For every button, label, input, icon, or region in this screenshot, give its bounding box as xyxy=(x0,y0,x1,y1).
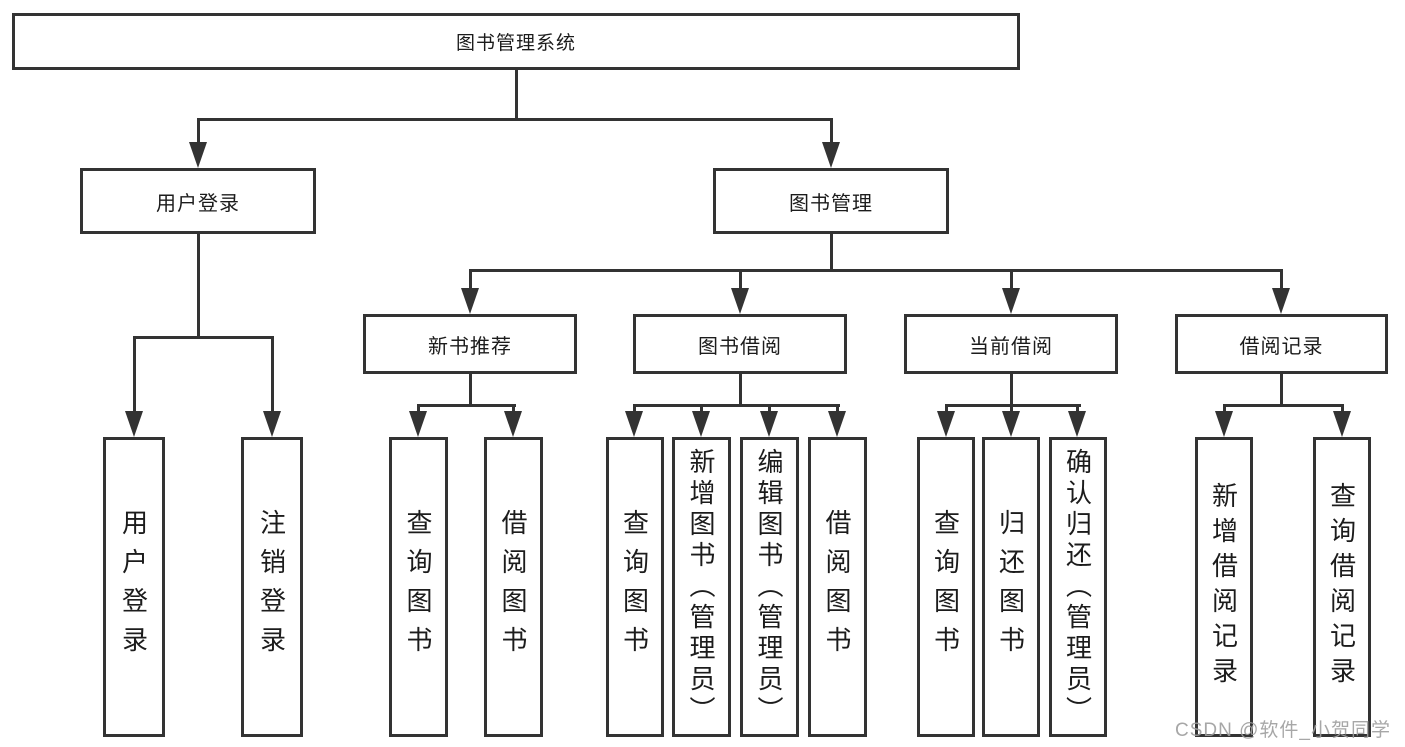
connector-segment xyxy=(417,404,516,407)
arrowhead-down-icon xyxy=(731,288,749,314)
arrowhead-down-icon xyxy=(692,411,710,437)
connector-segment xyxy=(830,232,833,272)
arrowhead-down-icon xyxy=(760,411,778,437)
arrowhead-down-icon xyxy=(1068,411,1086,437)
arrowhead-down-icon xyxy=(625,411,643,437)
connector-segment xyxy=(739,269,742,293)
node-leaf-edit-book: 编辑图书（管理员） xyxy=(740,437,799,737)
node-leaf-return-book: 归还图书 xyxy=(982,437,1040,737)
arrowhead-down-icon xyxy=(828,411,846,437)
node-leaf-logout: 注销登录 xyxy=(241,437,303,737)
arrowhead-down-icon xyxy=(1002,288,1020,314)
arrowhead-down-icon xyxy=(504,411,522,437)
node-leaf-query-book-2: 查询图书 xyxy=(606,437,664,737)
arrowhead-down-icon xyxy=(1333,411,1351,437)
node-borrow-records: 借阅记录 xyxy=(1175,314,1388,374)
node-root: 图书管理系统 xyxy=(12,13,1020,70)
connector-segment xyxy=(633,404,840,407)
connector-segment xyxy=(739,372,742,406)
arrowhead-down-icon xyxy=(189,142,207,168)
csdn-watermark: CSDN @软件_小贺同学 xyxy=(1175,720,1391,741)
node-leaf-user-login: 用户登录 xyxy=(103,437,165,737)
connector-segment xyxy=(1280,269,1283,293)
arrowhead-down-icon xyxy=(1215,411,1233,437)
connector-segment xyxy=(469,269,472,293)
connector-segment xyxy=(197,118,200,146)
node-user-login: 用户登录 xyxy=(80,168,316,234)
arrowhead-down-icon xyxy=(461,288,479,314)
node-leaf-borrow-book-1: 借阅图书 xyxy=(484,437,543,737)
connector-segment xyxy=(197,118,833,121)
arrowhead-down-icon xyxy=(1002,411,1020,437)
connector-segment xyxy=(469,269,1282,272)
connector-segment xyxy=(271,336,274,416)
node-new-book-recommend: 新书推荐 xyxy=(363,314,577,374)
node-leaf-confirm-return: 确认归还（管理员） xyxy=(1049,437,1107,737)
arrowhead-down-icon xyxy=(263,411,281,437)
connector-segment xyxy=(133,336,136,416)
connector-segment xyxy=(1223,404,1344,407)
connector-segment xyxy=(1280,372,1283,406)
arrowhead-down-icon xyxy=(822,142,840,168)
node-leaf-add-book: 新增图书（管理员） xyxy=(672,437,731,737)
node-leaf-query-book-1: 查询图书 xyxy=(389,437,448,737)
connector-segment xyxy=(945,404,1081,407)
connector-segment xyxy=(133,336,274,339)
node-leaf-query-book-3: 查询图书 xyxy=(917,437,975,737)
connector-segment xyxy=(1010,372,1013,406)
connector-segment xyxy=(1010,269,1013,293)
connector-segment xyxy=(830,118,833,146)
connector-segment xyxy=(469,372,472,406)
connector-segment xyxy=(515,68,518,120)
node-book-management: 图书管理 xyxy=(713,168,949,234)
node-leaf-add-borrow-rec: 新增借阅记录 xyxy=(1195,437,1253,737)
connector-segment xyxy=(197,232,200,338)
node-leaf-borrow-book-2: 借阅图书 xyxy=(808,437,867,737)
arrowhead-down-icon xyxy=(1272,288,1290,314)
node-leaf-query-borrow-rec: 查询借阅记录 xyxy=(1313,437,1371,737)
node-current-borrow: 当前借阅 xyxy=(904,314,1118,374)
arrowhead-down-icon xyxy=(409,411,427,437)
node-book-borrow: 图书借阅 xyxy=(633,314,847,374)
arrowhead-down-icon xyxy=(125,411,143,437)
arrowhead-down-icon xyxy=(937,411,955,437)
